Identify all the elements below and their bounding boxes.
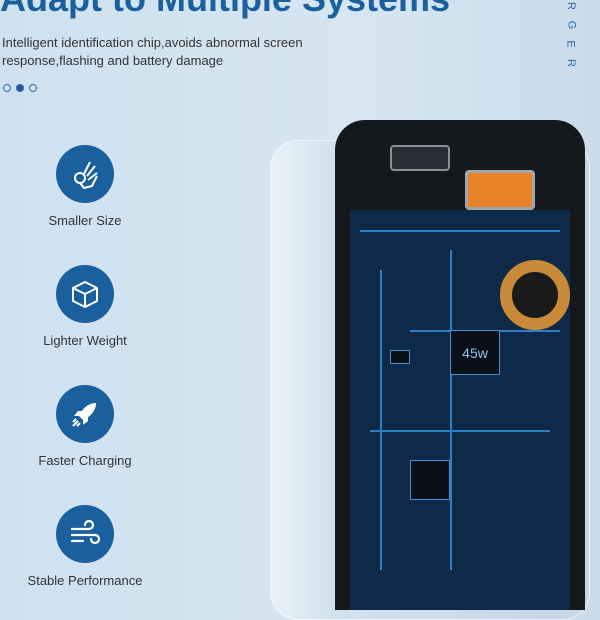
feature-label: Stable Performance: [27, 573, 143, 588]
feature-label: Smaller Size: [48, 213, 122, 228]
usb-a-port: [465, 170, 535, 210]
carousel-dot-active[interactable]: [16, 84, 24, 92]
feature-stable-performance: Stable Performance: [0, 505, 170, 588]
charger-product-image: 45w: [270, 120, 590, 620]
wind-icon: [56, 505, 114, 563]
rocket-icon: [56, 385, 114, 443]
inductor-coil: [500, 260, 570, 330]
side-letter: E: [565, 40, 577, 48]
side-letter: R: [564, 2, 577, 10]
circuit-board: 45w: [350, 210, 570, 610]
page-title: Adapt to Multiple Systems: [0, 0, 450, 20]
carousel-dot[interactable]: [29, 84, 37, 92]
feature-lighter-weight: Lighter Weight: [0, 265, 170, 348]
vertical-text: R G E R: [565, 0, 577, 69]
carousel-indicator: [3, 84, 37, 92]
feature-label: Lighter Weight: [43, 333, 127, 348]
feature-smaller-size: Smaller Size: [0, 145, 170, 228]
chip-label: 45w: [450, 330, 500, 375]
cube-icon: [56, 265, 114, 323]
side-letter: R: [564, 59, 577, 67]
ok-hand-icon: [56, 145, 114, 203]
subtitle: Intelligent identification chip,avoids a…: [2, 35, 303, 68]
carousel-dot[interactable]: [3, 84, 11, 92]
feature-label: Faster Charging: [38, 453, 132, 468]
usb-c-port: [390, 145, 450, 171]
feature-faster-charging: Faster Charging: [0, 385, 170, 468]
side-letter: G: [565, 20, 577, 30]
charger-core: 45w: [335, 120, 585, 610]
